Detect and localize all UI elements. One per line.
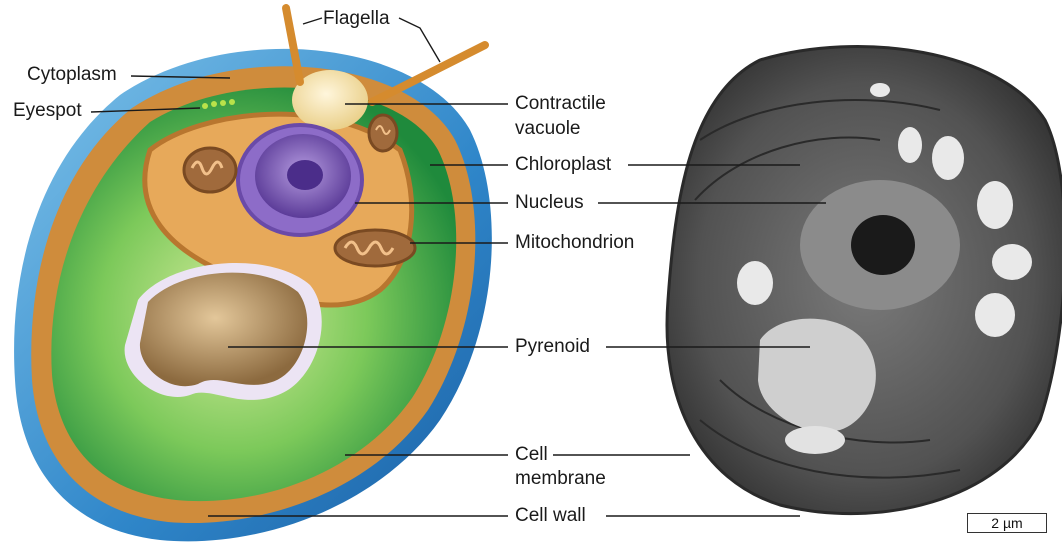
illustrated-cell (14, 8, 492, 541)
label-cell-membrane-2: membrane (515, 468, 606, 490)
mitochondrion-right (335, 230, 415, 266)
label-contractile-vacuole-1: Contractile (515, 93, 606, 115)
micrograph-nucleolus (851, 215, 915, 275)
nucleolus (287, 160, 323, 190)
scale-bar: 2 µm (967, 513, 1047, 533)
label-eyespot: Eyespot (13, 100, 82, 122)
label-pyrenoid: Pyrenoid (515, 336, 590, 358)
mitochondrion-left (184, 148, 236, 192)
mitochondrion-top (369, 115, 397, 151)
electron-micrograph (667, 47, 1062, 514)
micrograph-starch (785, 426, 845, 454)
label-chloroplast: Chloroplast (515, 154, 611, 176)
label-contractile-vacuole-2: vacuole (515, 118, 581, 140)
label-nucleus: Nucleus (515, 192, 584, 214)
label-cytoplasm: Cytoplasm (27, 64, 117, 86)
label-mitochondrion: Mitochondrion (515, 232, 634, 254)
label-cell-wall: Cell wall (515, 505, 586, 527)
label-flagella: Flagella (323, 8, 390, 30)
pyrenoid-shape (140, 273, 307, 387)
label-cell-membrane-1: Cell (515, 444, 548, 466)
